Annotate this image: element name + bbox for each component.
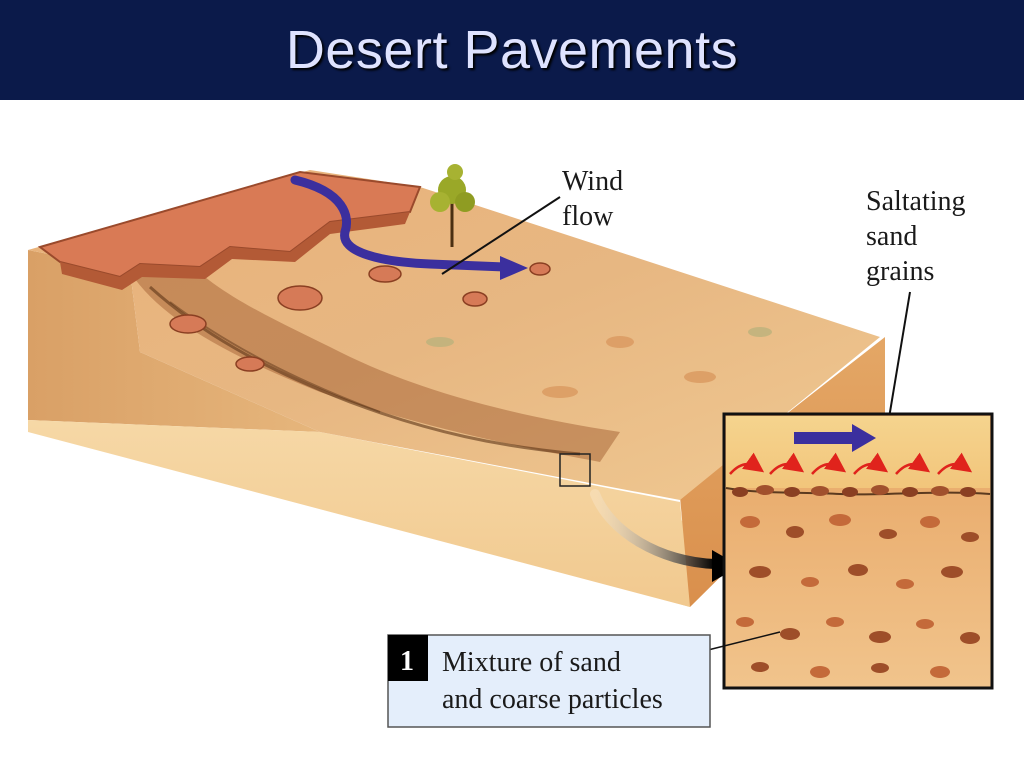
zoom-arrow [590,489,720,569]
caprock-edge [60,212,410,290]
tree-foliage [455,192,475,212]
surface-grains [732,485,976,497]
tree-foliage [430,192,450,212]
eroded-slope [130,252,620,462]
zoom-region-marker [559,453,591,487]
slide-title: Desert Pavements [285,20,739,80]
shrub-patch [426,337,454,347]
pebble [684,371,716,383]
saltation-hop [937,452,973,475]
rock [235,356,265,372]
saltation-hop [769,452,805,475]
saltation-hop [853,452,889,475]
wind-flow-label-line-1: Wind [562,166,623,197]
saltation-hop [729,452,765,475]
rock [368,265,402,283]
tree-foliage [447,164,463,180]
block-left-face [28,250,320,432]
rock [277,285,323,311]
inset-wind-arrowhead [852,424,876,452]
caption-line-1: Mixture of sand [442,647,621,678]
rock [169,314,207,334]
wind-flow-label-line-2: flow [562,201,614,232]
shrub-patch [748,327,772,337]
inset-wind-arrow [794,432,854,444]
caption-line-2: and coarse particles [442,684,663,715]
saltating-label-line-2: sand [866,221,917,252]
inset-air-layer [726,416,990,488]
step-number: 1 [400,646,414,677]
wind-flow-arrow [290,175,510,272]
rock [529,262,551,276]
desert-pavement-diagram: Wind flow Saltating sand grains [0,102,1024,768]
block-front-face-lower [28,420,690,607]
coarse-particles [736,514,980,678]
saltating-label-line-3: grains [866,256,934,287]
pebble [542,386,578,398]
caption-box [387,634,711,728]
wind-flow-arrowhead [500,256,528,280]
saltation-hop [811,452,847,475]
caption-leader [707,631,781,651]
title-bar: Desert Pavements [0,0,1024,100]
saltating-label-line-1: Saltating [866,186,966,217]
wind-flow-leader [441,196,561,275]
title-divider [0,100,1024,102]
pebble [606,336,634,348]
step-number-badge [388,635,428,681]
rock [462,291,488,307]
saltation-hop [895,452,931,475]
